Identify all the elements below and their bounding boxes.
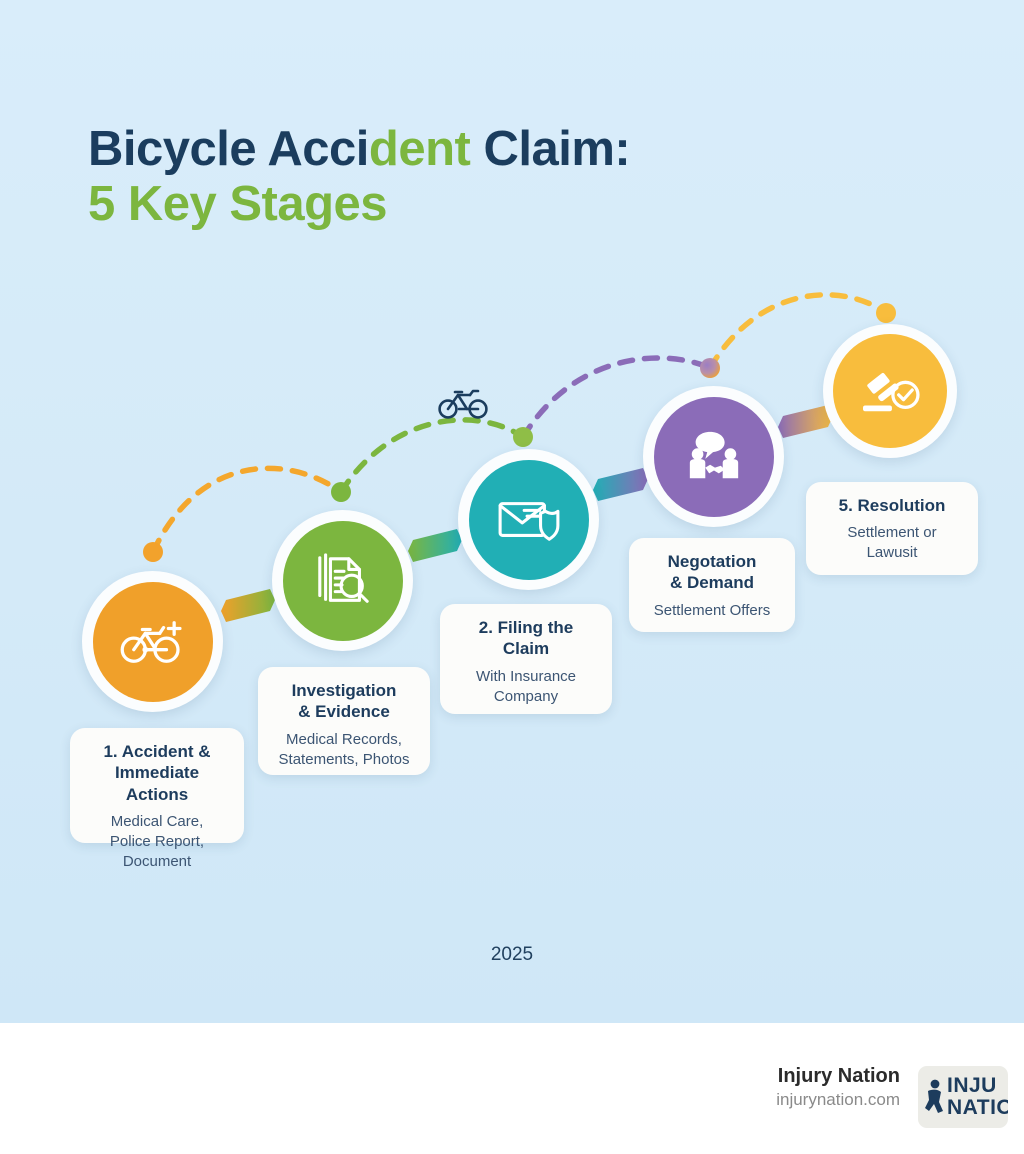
- stage-5-node[interactable]: [823, 324, 957, 458]
- stage-1-node[interactable]: [82, 571, 223, 712]
- stage-3-disc: [468, 459, 589, 580]
- stage-4-card[interactable]: Negotation & Demand Settlement Offers: [629, 538, 795, 632]
- stage-1-card[interactable]: 1. Accident & Immediate Actions Medical …: [70, 728, 244, 870]
- document-magnifier-icon: [317, 552, 369, 603]
- stage-5-title: 5. Resolution: [838, 496, 946, 515]
- page-title: Bicycle Accident Claim: 5 Key Stages: [88, 122, 868, 233]
- stage-2-disc: [282, 520, 403, 641]
- arc-endpoint-dots: [143, 303, 896, 562]
- connector-layer: [143, 292, 896, 622]
- stage-4-disc: [653, 396, 774, 517]
- footer-credit: Injury Nation injurynation.com: [776, 1063, 900, 1112]
- title-part-green: dent: [368, 122, 471, 176]
- stem-connectors: [221, 405, 833, 622]
- stage-3-card[interactable]: 2. Filing the Claim With Insurance Compa…: [440, 604, 612, 714]
- footer-brand-name: Injury Nation: [777, 1065, 900, 1087]
- stage-4-subtitle: Settlement Offers: [653, 601, 771, 619]
- stage-2-title: Investigation & Evidence: [291, 681, 397, 722]
- gavel-check-icon: [863, 372, 920, 412]
- stage-4-node[interactable]: [643, 386, 784, 527]
- title-part-navy-b: Claim:: [470, 122, 631, 176]
- stage-2-card[interactable]: Investigation & Evidence Medical Records…: [258, 667, 430, 775]
- envelope-shield-icon: [498, 501, 559, 541]
- bicycle-icon: [437, 384, 489, 420]
- footer-bar: [0, 1023, 1024, 1154]
- title-line-1: Bicycle Accident Claim:: [88, 122, 868, 177]
- stage-1-disc: [92, 581, 213, 702]
- footer-logo-badge[interactable]: INJU NATIO: [918, 1066, 1008, 1128]
- footer-website-url[interactable]: injurynation.com: [776, 1090, 900, 1109]
- stage-5-card[interactable]: 5. Resolution Settlement or Lawusit: [806, 482, 978, 575]
- stage-1-title: 1. Accident & Immediate Actions: [103, 742, 211, 804]
- stage-5-subtitle: Settlement or Lawusit: [847, 524, 937, 562]
- handshake-speech-icon: [689, 431, 738, 478]
- dashed-arcs: [150, 292, 889, 555]
- stage-2-subtitle: Medical Records, Statements, Photos: [278, 730, 410, 768]
- stage-3-title: 2. Filing the Claim: [478, 618, 574, 659]
- title-line-2: 5 Key Stages: [88, 177, 388, 232]
- year-label: 2025: [490, 944, 534, 965]
- stage-2-node[interactable]: [272, 510, 413, 651]
- stage-5-disc: [833, 334, 947, 448]
- footer-logo-text: INJU NATIO: [947, 1074, 1008, 1120]
- title-part-navy-a: Bicycle Acci: [88, 122, 369, 176]
- stage-4-title: Negotation & Demand: [667, 552, 757, 593]
- stage-3-node[interactable]: [458, 449, 599, 590]
- cyclist-icon: [925, 1079, 943, 1113]
- bicycle-plus-icon: [120, 620, 182, 663]
- stage-3-subtitle: With Insurance Company: [475, 667, 577, 705]
- stage-1-subtitle: Medical Care, Police Report, Document: [109, 813, 205, 870]
